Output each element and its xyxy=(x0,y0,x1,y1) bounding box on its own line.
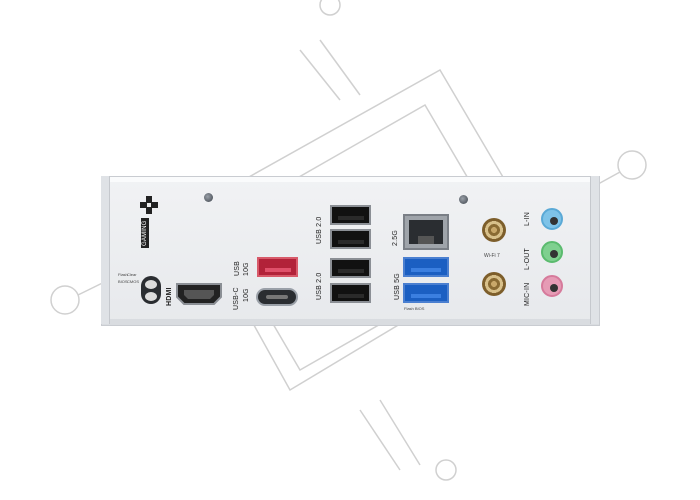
usb-a-port-3[interactable] xyxy=(330,258,371,278)
line-out-jack[interactable] xyxy=(541,241,563,263)
plate-left-edge xyxy=(101,176,110,324)
usb2-top-label: USB 2.0 xyxy=(316,216,323,244)
gamepad-logo-icon xyxy=(140,196,158,214)
screw-right xyxy=(459,195,468,204)
usbc-label: USB-C xyxy=(233,287,240,310)
flash-bios-button[interactable] xyxy=(145,280,157,289)
usb-red-speed-label: 10G xyxy=(243,262,250,276)
usb-a-port-2[interactable] xyxy=(330,229,371,249)
line-out-label: L-OUT xyxy=(524,248,531,270)
bios-label: BIOS xyxy=(118,279,128,284)
hdmi-label: HDMI xyxy=(166,287,173,306)
usb5g-label: USB 5G xyxy=(394,273,401,300)
usb-a-blue-port-1[interactable] xyxy=(403,257,449,277)
button-labels: Flash Clear BIOS CMOS xyxy=(118,272,140,302)
mic-in-jack[interactable] xyxy=(541,275,563,297)
gaming-logo-text: GAMING xyxy=(141,218,149,248)
plate-right-edge xyxy=(590,176,599,324)
wifi-antenna-connector-2[interactable] xyxy=(482,272,506,296)
hdmi-port[interactable] xyxy=(176,283,222,305)
line-in-jack[interactable] xyxy=(541,208,563,230)
line-in-label: L-IN xyxy=(524,211,531,226)
lan-speed-label: 2.5G xyxy=(392,230,399,246)
usbc-speed-label: 10G xyxy=(243,288,250,302)
flash-bios-port-label: Flash BIOS xyxy=(404,306,425,311)
usb-red-label: USB xyxy=(234,261,241,276)
screw-left xyxy=(204,193,213,202)
usb-a-port-1[interactable] xyxy=(330,205,371,225)
flash-label: Flash xyxy=(118,272,128,277)
usb2-bottom-label: USB 2.0 xyxy=(316,272,323,300)
usbc-port[interactable] xyxy=(256,288,298,306)
clear-cmos-button[interactable] xyxy=(145,292,157,301)
clear-label: Clear xyxy=(127,272,137,277)
ethernet-port[interactable] xyxy=(403,214,449,250)
usb-a-red-port[interactable] xyxy=(257,257,298,277)
cmos-label: CMOS xyxy=(127,279,139,284)
wifi-label: Wi-Fi 7 xyxy=(484,253,500,259)
usb-a-blue-port-2[interactable] xyxy=(403,283,449,303)
mic-in-label: MIC-IN xyxy=(524,282,531,306)
usb-a-port-4[interactable] xyxy=(330,283,371,303)
wifi-antenna-connector-1[interactable] xyxy=(482,218,506,242)
